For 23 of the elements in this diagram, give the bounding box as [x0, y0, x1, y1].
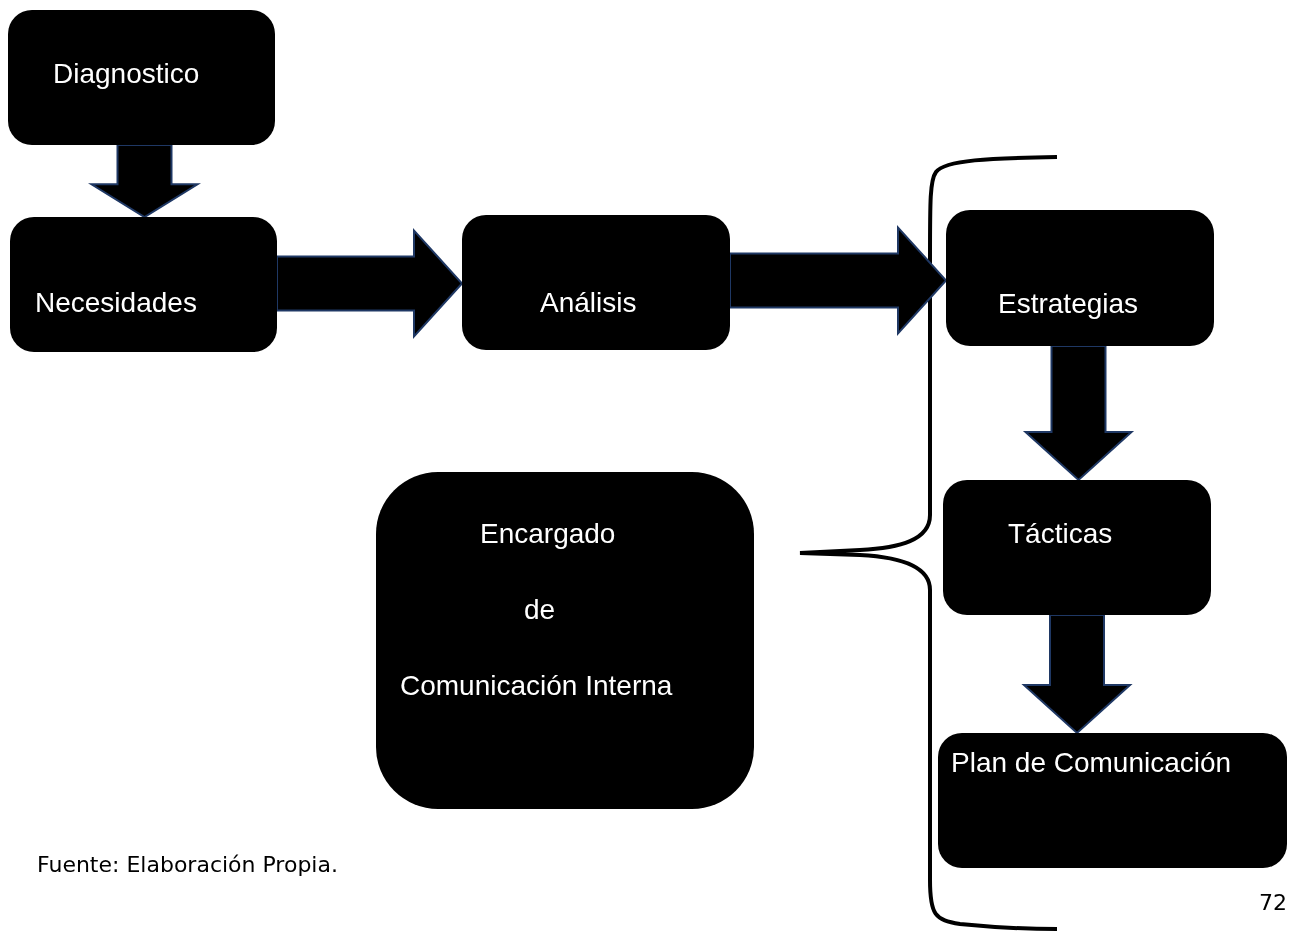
process-box [946, 210, 1214, 346]
box-label: de [524, 594, 556, 626]
box-label: Plan de Comunicación [951, 747, 1232, 779]
process-box [462, 215, 730, 350]
process-box [10, 217, 277, 352]
box-label: Encargado [480, 518, 616, 550]
source-note: Fuente: Elaboración Propia. [37, 852, 338, 877]
page-number: 72 [1259, 890, 1287, 915]
process-box [8, 10, 275, 145]
box-label: Tácticas [1008, 518, 1113, 550]
process-box [938, 733, 1287, 868]
process-box [943, 480, 1211, 615]
process-box [376, 472, 754, 809]
box-label: Necesidades [35, 287, 197, 319]
block-arrow [1021, 614, 1133, 735]
box-label: Diagnostico [53, 58, 200, 90]
block-arrow [1022, 345, 1135, 482]
box-label: Análisis [540, 287, 637, 319]
block-arrow [729, 224, 948, 337]
block-arrow [276, 227, 464, 340]
box-label: Estrategias [998, 288, 1139, 320]
block-arrow [87, 144, 202, 219]
box-label: Comunicación Interna [400, 670, 673, 702]
